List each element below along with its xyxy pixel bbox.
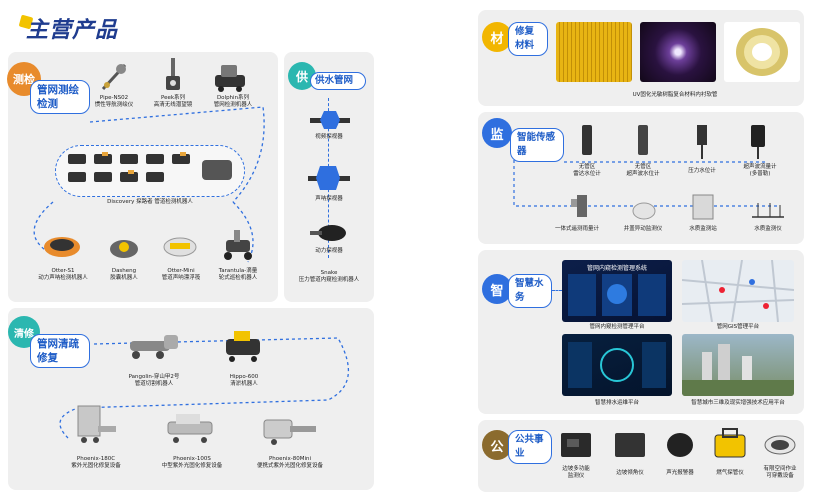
monitor-badge: 监 [482,118,512,148]
equip1-device [558,430,594,460]
screen1-title: 管网内窥检测管理系统 [586,265,647,272]
probe3-device [308,222,352,244]
snake-caption: Snake 压力管道内窥检测机器人 [298,270,360,283]
sensor1-caption: 无管区 雷达水位计 [573,164,601,177]
equip1-caption: 边坡多功能 监测仪 [562,466,590,479]
water-tag: 供水管网 [310,72,366,90]
otter-mini-caption: Otter-Mini 管道声呐漂浮筏 [161,268,201,281]
platform4-caption: 智慧城市三维及现实增强技术应用平台 [691,400,785,406]
sensor2-device [632,124,654,160]
phoenix180-caption: Phoenix-180C 紫外光固化修复设备 [71,456,121,469]
hippo-caption: Hippo-600 清淤机器人 [229,374,259,387]
dasheng-device [106,232,142,262]
peek-caption: Peek系列 高清无线潜望镜 [153,95,193,108]
page-title: 主营产品 [26,18,119,43]
monitor-tag: 智能传感器 [510,128,564,162]
platform-screen-1: 管网内窥检测管理系统 [562,260,672,322]
sensor3-caption: 压力水位计 [688,168,716,174]
public-tag: 公共事业 [508,430,552,464]
probe2-device [306,164,352,192]
otter-mini-device [160,230,200,262]
dolphin-caption: Dolphin系列 管网检测机器人 [213,95,253,108]
smart-line [552,290,562,291]
material-tag: 修复材料 [508,22,548,56]
otter-s1-device [40,228,84,262]
discovery-robots [68,152,232,182]
sensor3-device [690,124,714,160]
sensor5-caption: 一体式遥测雨量计 [554,226,599,232]
smart-badge: 智 [482,274,512,304]
platform3-caption: 智慧排水运维平台 [594,400,639,406]
inspect-tag: 管网测绘检测 [30,80,90,114]
material-image-1 [556,22,632,82]
equip2-device [612,430,648,460]
platform1-caption: 管网内窥检测管理平台 [589,324,645,330]
pangolin-caption: Pangolin-穿山甲2号 管道切割机器人 [128,374,180,387]
platform-screen-2 [682,260,794,322]
probe1-device [308,108,352,132]
platform2-caption: 管网GIS管理平台 [716,324,760,330]
probe2-caption: 声呐探视器 [315,196,343,202]
sensor6-caption: 井盖异动监测仪 [623,226,663,232]
discovery-caption: Discovery 探路者 管道检测机器人 [107,199,193,205]
equip2-caption: 边坡倾角仪 [616,470,644,476]
phoenix180-device [72,402,118,446]
otter-s1-caption: Otter-S1 动力声呐检测机器人 [38,268,88,281]
pipe-ns02-device [98,60,130,94]
sensor8-device [748,196,788,222]
material-image-3 [724,22,800,82]
platform-screen-4 [682,334,794,396]
peek-device [158,58,188,94]
platform-screen-3 [562,334,672,396]
sensor1-device [576,124,598,160]
pipe-ns02-caption: Pipe-NS02 惯性导航测绘仪 [94,95,134,108]
repair-tag: 管网清疏修复 [30,334,90,368]
sensor4-device [746,122,770,160]
sensor7-device [690,192,716,222]
monitor-flow-lines [513,160,778,207]
equip4-caption: 燃气探管仪 [716,470,744,476]
sensor6-device [630,198,658,222]
phoenix80-device [260,408,320,448]
phoenix100-caption: Phoenix-100S 中型紫外光固化修复设备 [161,456,223,469]
sensor8-caption: 水质监测仪 [754,226,782,232]
hippo-device [222,326,266,364]
repair-badge: 清修 [8,316,40,348]
material-badge: 材 [482,22,512,52]
equip5-caption: 有限空间作业 可穿戴设备 [763,466,797,479]
material-caption: UV固化光敏树脂复合材料内衬软管 [632,92,718,98]
sensor2-caption: 无管区 超声波水位计 [626,164,660,177]
phoenix80-caption: Phoenix-80Mini 便携式紫外光固化修复设备 [256,456,323,469]
equip3-caption: 声光报警器 [666,470,694,476]
equip3-device [664,430,696,460]
equip4-device [712,426,748,460]
tarantula-device [218,226,258,262]
pangolin-device [124,326,184,364]
dasheng-caption: Dasheng 胶囊机器人 [110,268,138,281]
tarantula-caption: Tarantula-滴量 轮式巡检机器人 [218,268,258,281]
brand-title-block: 主营产品 [16,10,146,44]
sensor4-caption: 超声波流量计 (多普勒) [743,164,777,177]
probe3-caption: 动力探视器 [315,248,343,254]
equip5-device [762,430,798,460]
smart-tag: 智慧水务 [508,274,552,308]
sensor5-device [570,194,594,222]
probe1-caption: 视频探视器 [315,134,343,140]
sensor7-caption: 水质监测站 [689,226,717,232]
phoenix100-device [164,408,220,448]
material-image-2 [640,22,716,82]
public-badge: 公 [482,430,512,460]
dolphin-device [210,58,250,94]
